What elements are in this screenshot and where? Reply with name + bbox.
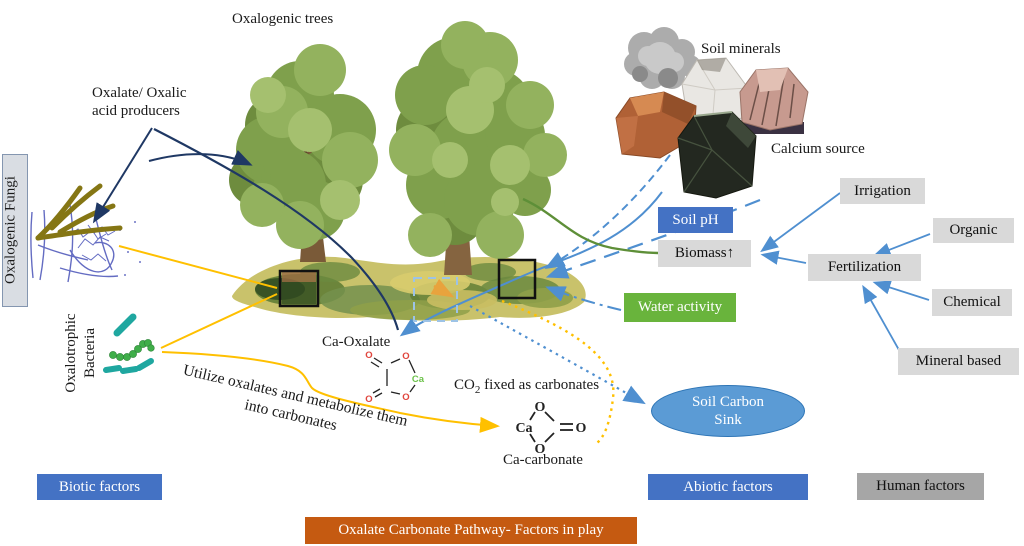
ca-carbonate-label: Ca-carbonate [503,452,583,468]
bacteria-label-line2: Bacteria [82,328,98,378]
figure-title-banner: Oxalate Carbonate Pathway- Factors in pl… [305,517,637,544]
calcium-source-label: Calcium source [771,141,865,157]
biotic-factors-box: Biotic factors [37,474,162,500]
fungi-illustration [30,183,141,283]
oxalate-producers-line1: Oxalate/ Oxalic [92,85,187,101]
water-activity-box: Water activity [624,293,736,322]
oxalate-producers-line2: acid producers [92,103,180,119]
oxygen-atom: O [576,421,587,436]
oxalogenic-fungi-box: Oxalogenic Fungi [2,154,28,307]
tree-illustration [229,21,567,275]
soil-minerals-label: Soil minerals [701,41,781,57]
bacteria-label-line1: Oxalotrophic [63,313,79,393]
calcium-atom: Ca [412,374,425,385]
soil-ph-box: Soil pH [658,207,733,233]
oxygen-atom: O [402,392,409,403]
bacteria-illustration [103,313,155,374]
oxygen-atom: O [402,351,409,362]
oxygen-atom: O [535,400,546,415]
oxygen-atom: O [365,350,372,361]
ca-oxalate-label: Ca-Oxalate [322,334,391,350]
soil-carbon-sink-ellipse: Soil Carbon Sink [651,385,805,437]
oxygen-atom: O [535,442,546,457]
oxygen-atom: O [365,394,372,405]
sink-label-line1: Soil Carbon [691,394,765,410]
co2-subscript: 2 [474,384,481,396]
abiotic-factors-box: Abiotic factors [648,474,808,500]
oxalate-producers-label: Oxalate/ Oxalic acid producers [92,84,187,120]
oxalogenic-fungi-label: Oxalogenic Fungi [2,176,19,284]
co2-fixed-label: CO2 fixed as carbonates [454,376,599,399]
connector-arrows [92,127,931,444]
co2-suffix-text: fixed as carbonates [480,377,600,393]
organic-box: Organic [933,218,1014,243]
chemical-box: Chemical [932,289,1012,316]
biomass-box: Biomass↑ [658,240,751,267]
sink-label-line2: Sink [714,412,742,428]
oxalogenic-trees-label: Oxalogenic trees [232,11,334,27]
oxalotrophic-bacteria-label: Oxalotrophic Bacteria [62,293,102,413]
co2-text: CO [454,377,475,393]
mineral-based-box: Mineral based [898,348,1019,375]
calcium-atom: Ca [515,421,532,436]
ca-carbonate-structure: Ca O O O [515,400,586,457]
ca-oxalate-structure: O O Ca O O [365,350,424,405]
soil-minerals-illustration [615,27,809,199]
fertilization-box: Fertilization [808,254,921,281]
sampling-frames [278,258,537,322]
human-factors-box: Human factors [857,473,984,500]
irrigation-box: Irrigation [840,178,925,204]
